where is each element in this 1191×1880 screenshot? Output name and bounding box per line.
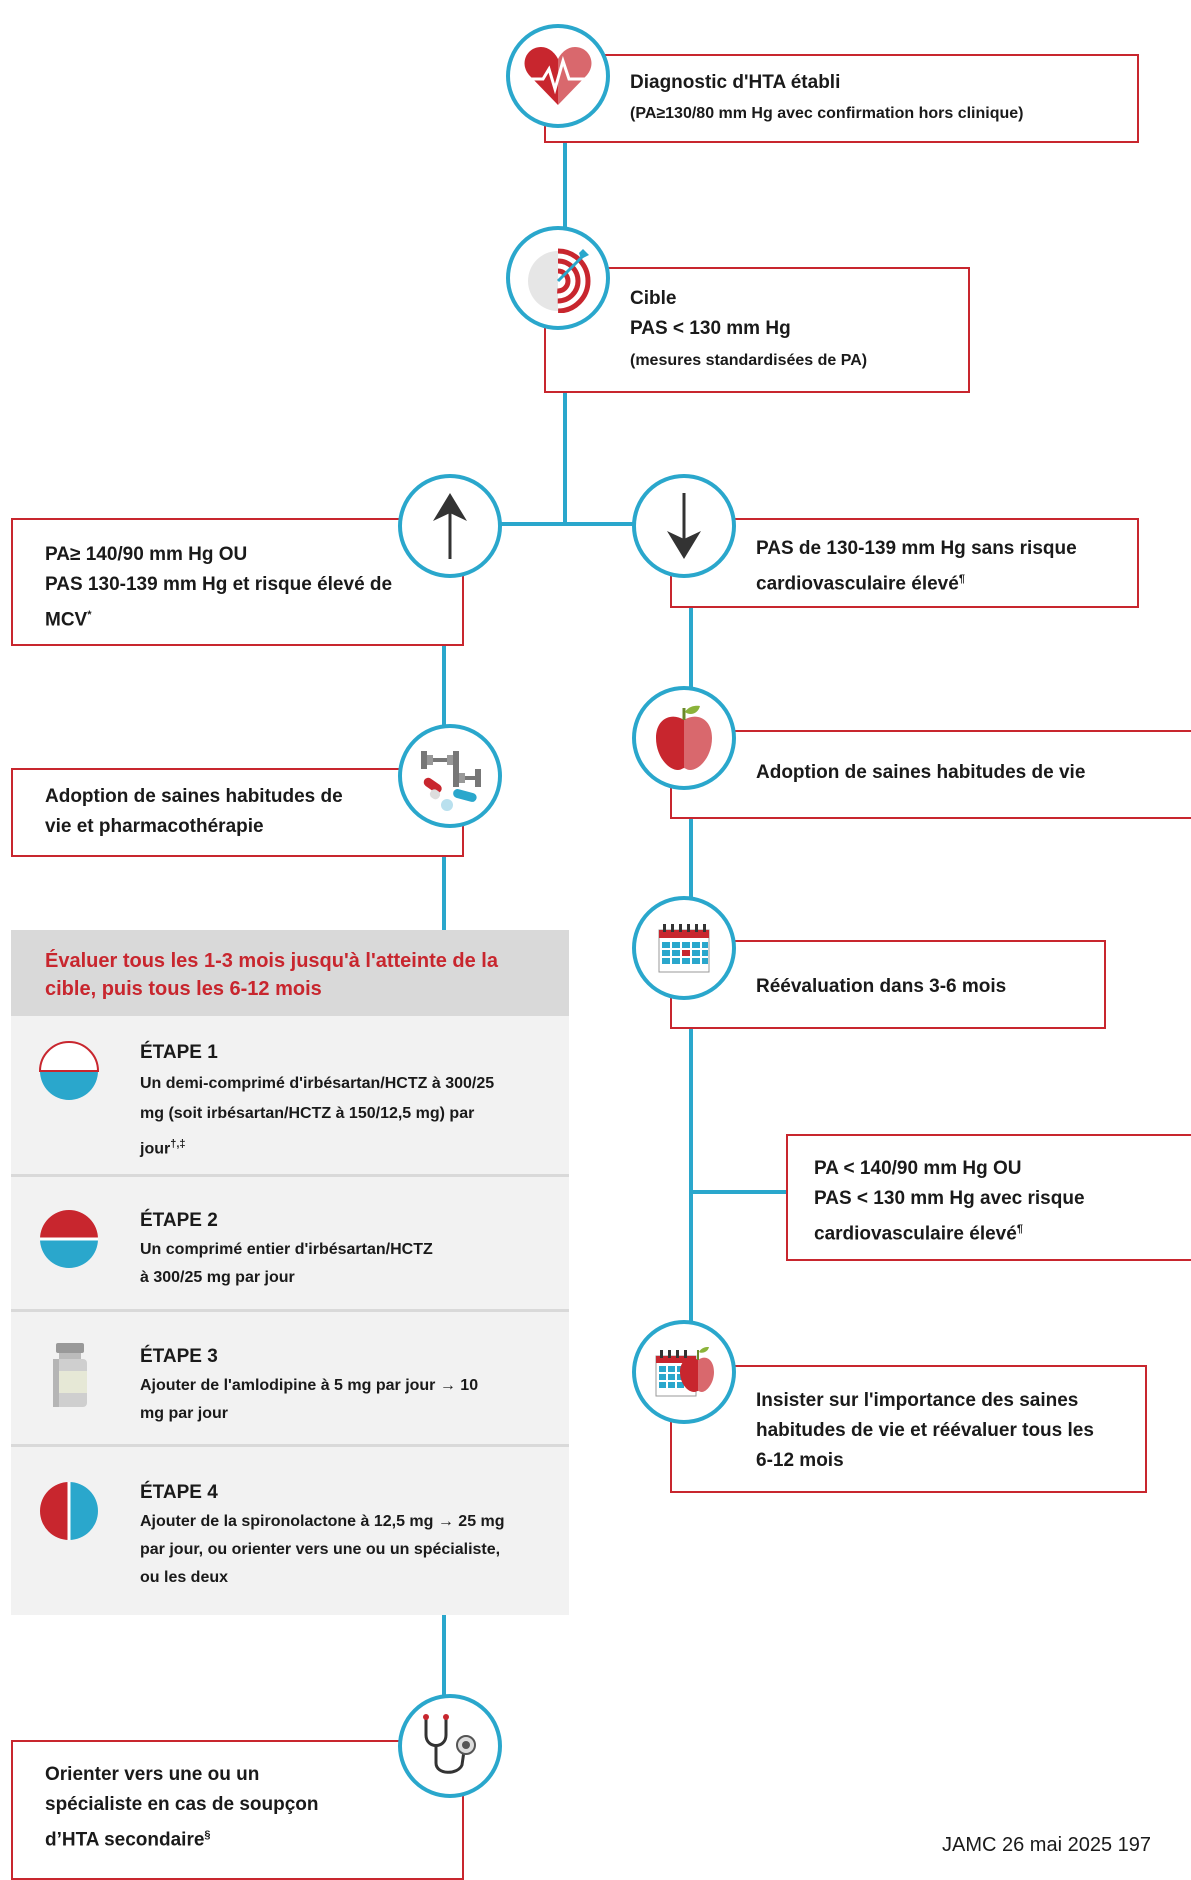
insist-line2: habitudes de vie et réévaluer tous les — [756, 1420, 1094, 1441]
step2-line2: à 300/25 mg par jour — [140, 1269, 295, 1286]
journal-footer: JAMC 26 mai 2025 197 — [942, 1834, 1152, 1856]
target-icon — [525, 248, 591, 313]
step1-line2: mg (soit irbésartan/HCTZ à 150/12,5 mg) … — [140, 1105, 475, 1122]
refer-line3: d’HTA secondaire§ — [45, 1829, 211, 1851]
diagnosis-title: Diagnostic d'HTA établi — [630, 72, 841, 93]
refer-box — [11, 1740, 464, 1880]
reevaluation-line1: Réévaluation dans 3-6 mois — [756, 976, 1007, 997]
evaluation-panel — [11, 930, 569, 1615]
evaluation-header — [11, 930, 569, 1016]
step3-line1: Ajouter de l'amlodipine à 5 mg par jour … — [140, 1377, 479, 1394]
left-branch-line1: PA≥ 140/90 mm Hg OU — [45, 544, 248, 565]
controlled-line3: cardiovasculaire élevé¶ — [814, 1223, 1023, 1245]
exercise-medication-icon-circle — [398, 724, 502, 828]
evaluation-header-line2: cible, puis tous les 6-12 mois — [45, 978, 322, 1000]
pill-bottle-icon — [53, 1343, 87, 1407]
target-title: Cible — [630, 288, 677, 309]
controlled-line1: PA < 140/90 mm Hg OU — [814, 1158, 1022, 1179]
connector-panel-refer — [442, 1615, 446, 1695]
insist-line3: 6-12 mois — [756, 1450, 844, 1471]
left-branch-line3: MCV* — [45, 609, 92, 631]
target-box — [544, 267, 970, 393]
dumbbell-pills-icon — [421, 751, 481, 811]
apple-icon-circle — [632, 686, 736, 790]
connector-branch-horizontal — [500, 522, 640, 526]
target-subtitle: (mesures standardisées de PA) — [630, 352, 868, 369]
connector-controlled-horizontal — [689, 1190, 789, 1194]
heart-icon — [524, 47, 592, 105]
connector-target-branch — [563, 310, 567, 526]
calendar-icon — [658, 924, 710, 973]
heart-icon-circle — [506, 24, 610, 128]
half-pill-icon — [38, 1041, 100, 1100]
right-lifestyle-line1: Adoption de saines habitudes de vie — [756, 762, 1086, 783]
step-divider-3 — [11, 1444, 569, 1447]
controlled-box — [786, 1134, 1191, 1261]
left-lifestyle-line2: vie et pharmacothérapie — [45, 816, 264, 837]
step3-line2: mg par jour — [140, 1405, 229, 1422]
apple-icon — [656, 705, 712, 770]
evaluation-header-line1: Évaluer tous les 1-3 mois jusqu'à l'atte… — [45, 950, 498, 972]
reevaluation-box — [670, 940, 1106, 1029]
step2-title: ÉTAPE 2 — [140, 1210, 218, 1231]
target-line2: PAS < 130 mm Hg — [630, 318, 791, 339]
step1-title: ÉTAPE 1 — [140, 1042, 218, 1063]
arrow-up-icon-circle — [398, 474, 502, 578]
left-branch-sup: * — [87, 609, 92, 621]
step-divider-1 — [11, 1174, 569, 1177]
arrow-down-icon — [667, 493, 701, 559]
step1-line1: Un demi-comprimé d'irbésartan/HCTZ à 300… — [140, 1075, 495, 1092]
right-branch-box — [670, 518, 1139, 608]
stethoscope-icon-circle — [398, 1694, 502, 1798]
whole-pill-icon — [40, 1210, 98, 1268]
controlled-line2: PAS < 130 mm Hg avec risque — [814, 1188, 1085, 1209]
calendar-icon-circle — [632, 896, 736, 1000]
step1-line3: jour†,‡ — [140, 1138, 186, 1158]
diagnosis-subtitle: (PA≥130/80 mm Hg avec confirmation hors … — [630, 105, 1024, 122]
left-lifestyle-line1: Adoption de saines habitudes de — [45, 786, 343, 807]
step-divider-2 — [11, 1309, 569, 1312]
step1-sup: †,‡ — [170, 1138, 186, 1150]
split-pill-icon — [40, 1482, 98, 1540]
connector-right-down — [689, 600, 693, 700]
step4-line3: ou les deux — [140, 1569, 229, 1586]
left-lifestyle-box — [11, 768, 464, 857]
target-icon-circle — [506, 226, 610, 330]
right-branch-line1: PAS de 130-139 mm Hg sans risque — [756, 538, 1077, 559]
refer-line2: spécialiste en cas de soupçon — [45, 1794, 319, 1815]
insist-box — [670, 1365, 1147, 1493]
step3-title: ÉTAPE 3 — [140, 1346, 218, 1367]
connector-left-to-panel — [442, 855, 446, 930]
connector-diagnosis-target — [563, 100, 567, 260]
controlled-sup: ¶ — [1016, 1223, 1023, 1235]
step4-line1: Ajouter de la spironolactone à 12,5 mg →… — [140, 1513, 505, 1530]
connector-left-down — [442, 640, 446, 740]
left-branch-line2: PAS 130-139 mm Hg et risque élevé de — [45, 574, 393, 595]
refer-sup: § — [204, 1829, 211, 1841]
refer-line1: Orienter vers une ou un — [45, 1764, 260, 1785]
arrow-up-icon — [433, 493, 467, 559]
right-branch-line2: cardiovasculaire élevé¶ — [756, 573, 965, 595]
stethoscope-icon — [423, 1714, 476, 1774]
right-branch-sup: ¶ — [958, 573, 965, 585]
step2-line1: Un comprimé entier d'irbésartan/HCTZ — [140, 1241, 433, 1258]
step4-title: ÉTAPE 4 — [140, 1482, 218, 1503]
arrow-down-icon-circle — [632, 474, 736, 578]
calendar-apple-icon — [655, 1346, 714, 1397]
diagnosis-box — [544, 54, 1139, 143]
insist-line1: Insister sur l'importance des saines — [756, 1390, 1079, 1411]
connector-right-reeval-insist — [689, 1020, 693, 1340]
step4-line2: par jour, ou orienter vers une ou un spé… — [140, 1541, 501, 1558]
connector-right-lifestyle-reeval — [689, 816, 693, 926]
calendar-apple-icon-circle — [632, 1320, 736, 1424]
left-branch-box — [11, 518, 464, 646]
